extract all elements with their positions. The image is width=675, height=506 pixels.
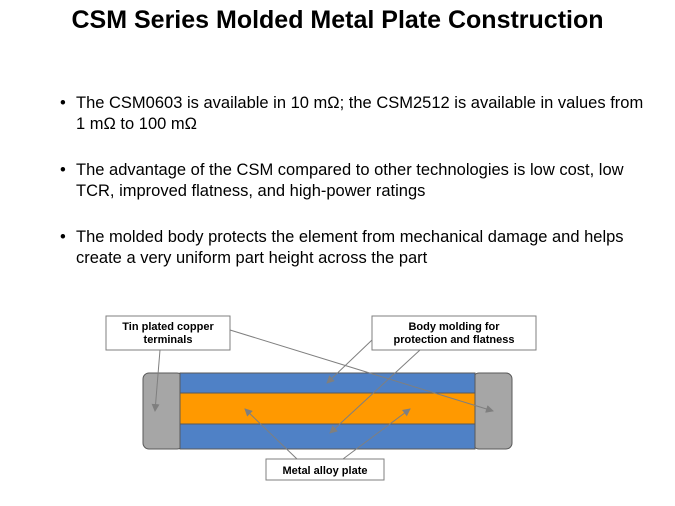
arrow-terminals-right <box>229 329 494 413</box>
bullet-text: The molded body protects the element fro… <box>76 228 624 267</box>
bottom-molding-layer <box>179 423 476 450</box>
terminals-callout-box <box>105 315 231 351</box>
bullet-icon: • <box>60 228 66 246</box>
arrow-molding-bottom <box>329 349 421 434</box>
slide-title: CSM Series Molded Metal Plate Constructi… <box>71 6 604 34</box>
arrow-plate-left <box>244 408 298 460</box>
bullet-item: • The molded body protects the element fr… <box>56 227 646 269</box>
plate-callout-label: Metal alloy plate <box>283 465 368 477</box>
metal-alloy-plate-layer <box>179 392 476 425</box>
left-terminal <box>142 372 184 450</box>
arrow-molding-top <box>326 339 373 384</box>
bullet-text: The CSM0603 is available in 10 mΩ; the C… <box>76 94 644 133</box>
bullet-icon: • <box>60 94 66 112</box>
molding-callout-line2: protection and flatness <box>393 334 514 346</box>
molding-callout-box <box>371 315 537 351</box>
molding-callout-line1: Body molding for <box>408 321 500 333</box>
bullet-text: The advantage of the CSM compared to oth… <box>76 161 624 200</box>
plate-callout-box <box>265 458 385 481</box>
bullet-icon: • <box>60 161 66 179</box>
bullet-item: • The advantage of the CSM compared to ot… <box>56 160 646 202</box>
terminals-callout-line1: Tin plated copper <box>122 321 214 333</box>
bullet-list: • The CSM0603 is available in 10 mΩ; the … <box>56 93 646 294</box>
arrow-plate-right <box>342 408 411 460</box>
bullet-item: • The CSM0603 is available in 10 mΩ; the … <box>56 93 646 135</box>
terminals-callout-line2: terminals <box>144 334 193 346</box>
arrow-terminals-left <box>151 349 161 412</box>
